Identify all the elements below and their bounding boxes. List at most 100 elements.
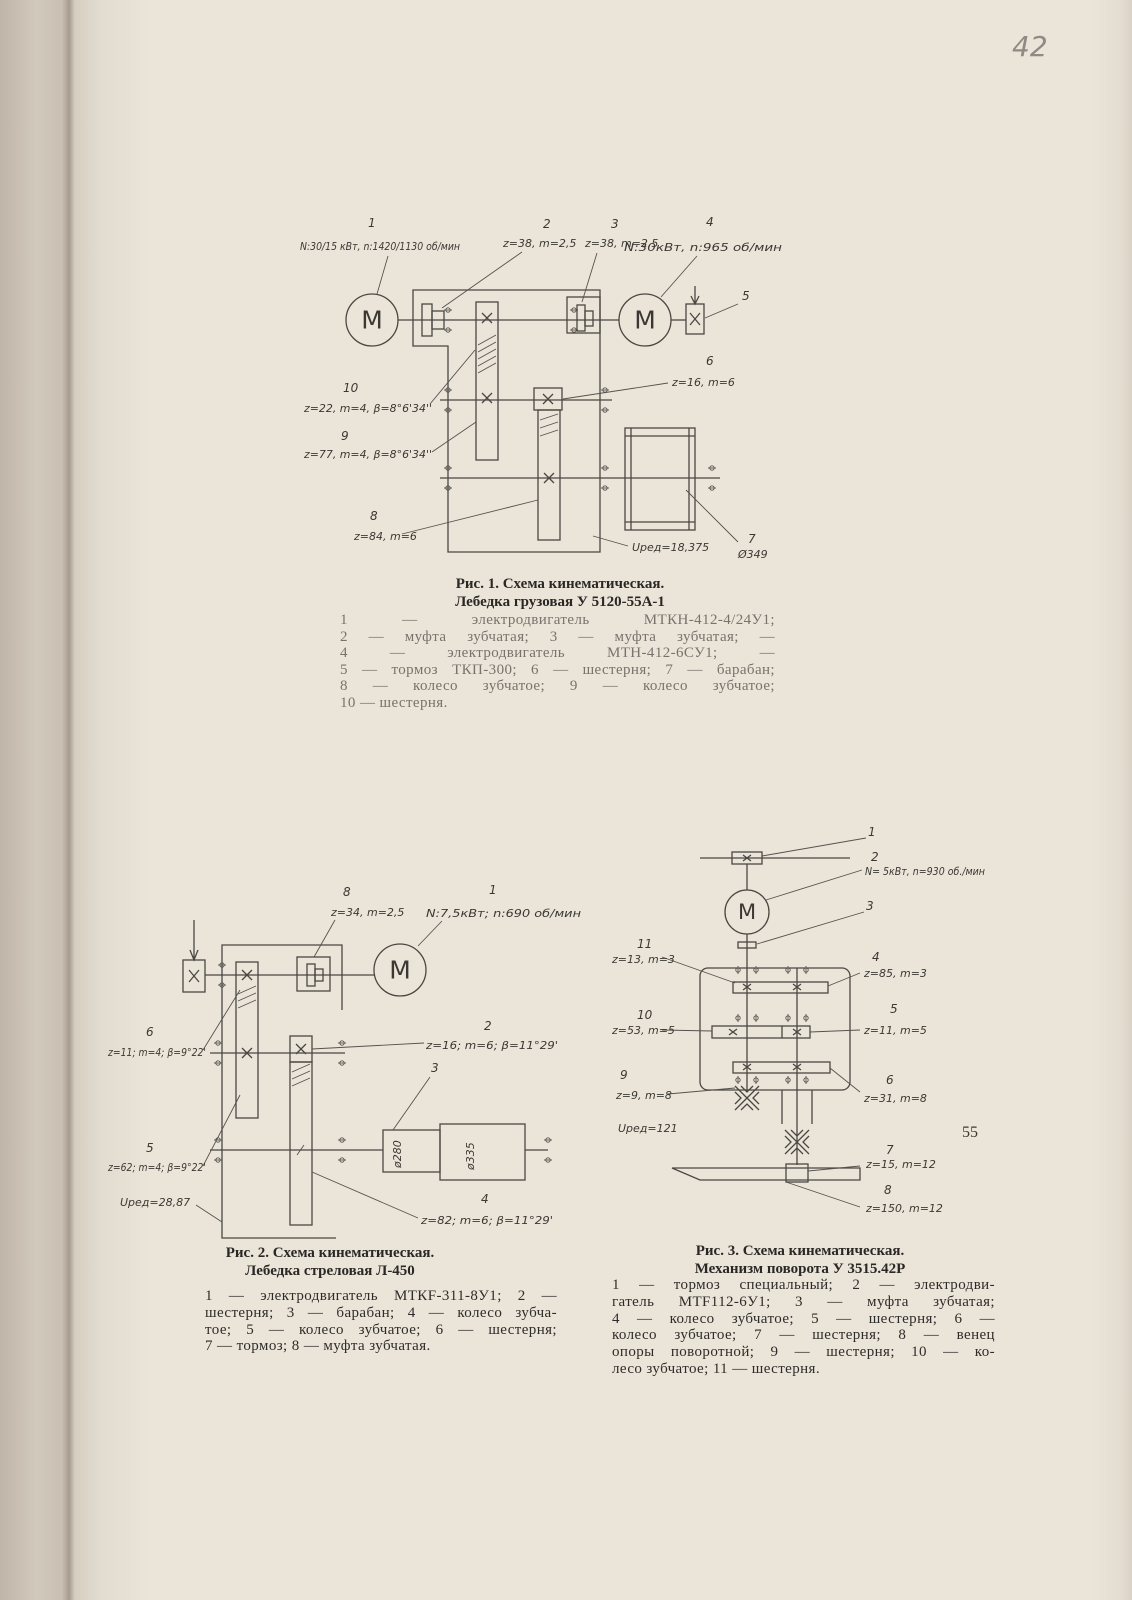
figure3-caption: Рис. 3. Схема кинематическая. Механизм п… bbox=[640, 1242, 960, 1278]
bearing bbox=[218, 962, 226, 988]
label-1: 1 bbox=[868, 825, 876, 839]
gear-9 bbox=[475, 301, 499, 461]
coupling-3 bbox=[566, 296, 601, 334]
figure2-caption-title: Рис. 2. Схема кинематическая. bbox=[225, 1245, 435, 1261]
coupling-2-spec: z=38, m=2,5 bbox=[502, 237, 576, 250]
motor-1: M bbox=[373, 943, 427, 997]
label-3: 3 bbox=[866, 899, 874, 913]
coupling-3-spec: z=38, m=2,5 bbox=[584, 237, 658, 250]
gear-10-spec: z=53, m=5 bbox=[611, 1024, 675, 1037]
gear-6 bbox=[235, 961, 259, 1119]
legend-line: 4 — колесо зубчатое; 5 — шестерня; 6 — bbox=[612, 1310, 995, 1327]
label-7: 7 bbox=[886, 1143, 894, 1157]
gear-6-spec: z=16, m=6 bbox=[671, 376, 735, 389]
label-11: 11 bbox=[637, 937, 652, 951]
motor-symbol: M bbox=[634, 306, 656, 335]
gear-8-spec: z=150, m=12 bbox=[865, 1202, 943, 1215]
bearing bbox=[544, 1137, 552, 1163]
gear-4-spec: z=82; m=6; β=11°29' bbox=[420, 1214, 553, 1227]
label-8: 8 bbox=[343, 885, 351, 899]
figure2-caption-subtitle: Лебедка стреловая Л-450 bbox=[245, 1263, 415, 1279]
figure3-legend: 1 — тормоз специальный; 2 — электродви- … bbox=[612, 1277, 995, 1378]
coupling-8 bbox=[296, 956, 331, 992]
leader-lines bbox=[195, 919, 443, 1223]
bearings bbox=[444, 307, 716, 491]
motor-2: M bbox=[724, 889, 770, 935]
legend-line: 1 — электродвигатель МТКF-311-8У1; 2 — bbox=[205, 1288, 557, 1304]
bearing bbox=[214, 1040, 222, 1066]
bearing bbox=[338, 1137, 346, 1163]
drum-diameter: Ø349 bbox=[737, 548, 768, 561]
gearbox-housing bbox=[412, 289, 601, 553]
gear-ratio: Uред=28,87 bbox=[120, 1196, 190, 1209]
legend-line: 7 — тормоз; 8 — муфта зубчатая. bbox=[205, 1338, 431, 1355]
label-6: 6 bbox=[886, 1073, 894, 1087]
motor-1: M bbox=[345, 293, 399, 347]
legend-line: лесо зубчатое; 11 — шестерня. bbox=[612, 1360, 820, 1377]
bearing bbox=[735, 1076, 759, 1084]
brake-1 bbox=[700, 851, 850, 865]
label-10: 10 bbox=[343, 381, 359, 395]
figure3-diagram: M 1 2 N= 5кВт, n=930 об./мин 3 11 bbox=[611, 825, 985, 1215]
label-6: 6 bbox=[706, 354, 714, 368]
gear-7-spec: z=15, m=12 bbox=[865, 1158, 936, 1171]
gear-10 bbox=[711, 1025, 811, 1039]
bearing bbox=[570, 307, 578, 333]
gear-6 bbox=[533, 387, 563, 411]
bearing bbox=[785, 1014, 809, 1022]
label-1: 1 bbox=[489, 883, 497, 897]
label-4: 4 bbox=[481, 1192, 489, 1206]
gear-10-spec: z=22, m=4, β=8°6'34'' bbox=[303, 402, 432, 415]
legend-line: гатель МТF112-6У1; 3 — муфта зубчатая; bbox=[612, 1293, 995, 1310]
gear-2-spec: z=16; m=6; β=11°29' bbox=[425, 1039, 558, 1052]
gear-6 bbox=[732, 1061, 831, 1074]
gear-4-spec: z=85, m=3 bbox=[863, 967, 927, 980]
drum-3 bbox=[382, 1123, 526, 1181]
figure2-caption: Рис. 2. Схема кинематическая. Лебедка ст… bbox=[180, 1244, 480, 1280]
legend-line: 1 — электродвигатель МТКН-412-4/24У1; bbox=[340, 612, 775, 628]
motor-1-spec: N:30/15 кВт, n:1420/1130 об/мин bbox=[300, 240, 460, 253]
label-9: 9 bbox=[341, 429, 349, 443]
bearing bbox=[708, 465, 716, 491]
legend-line: колесо зубчатое; 7 — шестерня; 8 — венец bbox=[612, 1327, 995, 1344]
leader-lines bbox=[661, 837, 867, 1208]
label-5: 5 bbox=[890, 1002, 898, 1016]
brake-5 bbox=[685, 286, 705, 335]
page-number: 55 bbox=[962, 1124, 978, 1141]
motor-symbol: M bbox=[361, 306, 383, 335]
label-5: 5 bbox=[146, 1141, 154, 1155]
bearing bbox=[444, 387, 452, 413]
gear-4 bbox=[289, 1061, 313, 1226]
legend-line: 5 — тормоз ТКП-300; 6 — шестерня; 7 — ба… bbox=[340, 661, 775, 678]
label-2: 2 bbox=[484, 1019, 492, 1033]
label-6: 6 bbox=[146, 1025, 154, 1039]
label-2: 2 bbox=[871, 850, 879, 864]
gear-5-spec: z=62; m=4; β=9°22' bbox=[107, 1161, 206, 1174]
label-3: 3 bbox=[611, 217, 619, 231]
figure1-caption-title: Рис. 1. Схема кинематическая. bbox=[455, 576, 665, 592]
legend-line: 4 — электродвигатель МТН-412-6СУ1; — bbox=[340, 645, 775, 661]
pinion-7 bbox=[785, 1163, 809, 1183]
label-5: 5 bbox=[742, 289, 750, 303]
gear-2 bbox=[289, 1035, 313, 1063]
brake-7 bbox=[182, 920, 206, 993]
gear-11-spec: z=13, m=3 bbox=[611, 953, 675, 966]
bearing bbox=[735, 966, 759, 974]
joint-symbol bbox=[784, 1129, 810, 1155]
motor-1-spec: N:7,5кВт; n:690 об/мин bbox=[426, 907, 581, 920]
slewing-ring-8 bbox=[671, 1167, 861, 1181]
gear-ratio: Uред=121 bbox=[618, 1122, 678, 1135]
drum-large-diameter: ø335 bbox=[464, 1142, 477, 1171]
label-10: 10 bbox=[637, 1008, 653, 1022]
bearing bbox=[785, 1076, 809, 1084]
bearings bbox=[735, 966, 809, 1084]
bearings bbox=[214, 962, 552, 1163]
label-2: 2 bbox=[543, 217, 551, 231]
bearing bbox=[601, 465, 609, 491]
motor-symbol: M bbox=[389, 956, 411, 985]
figure3-caption-title: Рис. 3. Схема кинематическая. bbox=[695, 1243, 905, 1259]
gear-8 bbox=[537, 409, 561, 541]
motor-symbol: M bbox=[738, 900, 756, 924]
legend-line: 2 — муфта зубчатая; 3 — муфта зубчатая; … bbox=[340, 628, 775, 645]
